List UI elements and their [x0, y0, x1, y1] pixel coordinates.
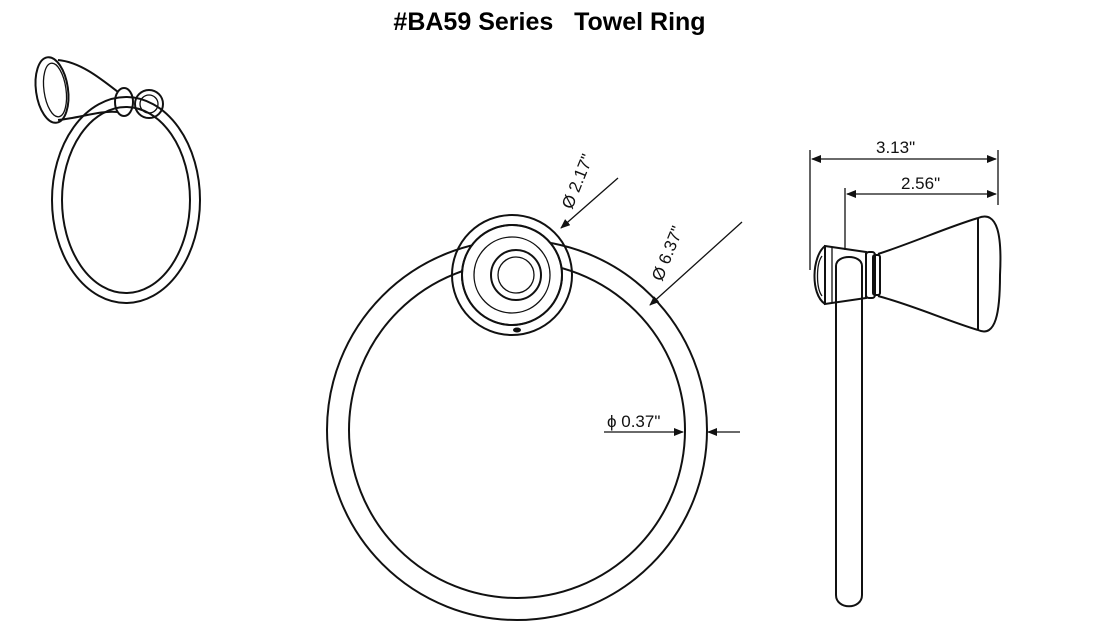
- page-title: #BA59 Series Towel Ring: [393, 8, 706, 36]
- rod-thickness-dimension: ϕ 0.37": [604, 412, 740, 436]
- rosette-diameter-label: Ø 2.17": [558, 151, 597, 211]
- side-view-extension-lines: [809, 150, 999, 270]
- overall-projection-dimension: 3.13": [811, 138, 997, 163]
- post-projection-label: 2.56": [901, 174, 940, 193]
- overall-projection-label: 3.13": [876, 138, 915, 157]
- ring-diameter-label: Ø 6.37": [648, 223, 687, 283]
- isometric-view: [34, 56, 201, 304]
- post-projection-dimension: 2.56": [846, 174, 997, 198]
- rod-thickness-label: ϕ 0.37": [607, 412, 660, 431]
- side-view: [813, 215, 1002, 608]
- front-view: [326, 214, 708, 621]
- ring-diameter-dimension: Ø 6.37": [648, 221, 743, 306]
- rosette-diameter-dimension: Ø 2.17": [558, 151, 619, 229]
